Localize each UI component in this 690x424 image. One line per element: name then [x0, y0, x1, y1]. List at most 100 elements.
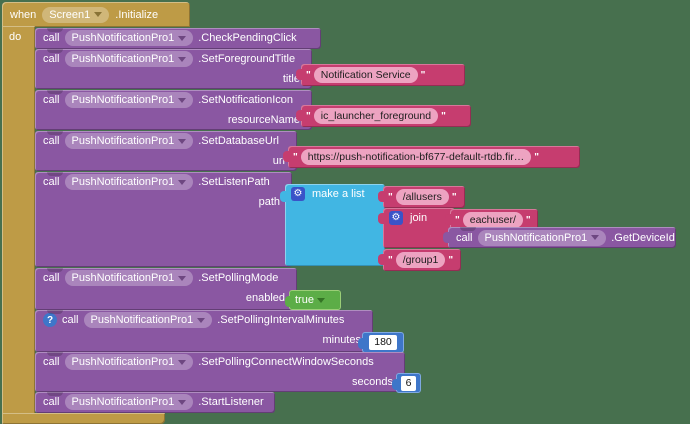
open-quote: " [306, 110, 311, 122]
component-dropdown[interactable]: PushNotificationPro1 [64, 51, 194, 67]
chevron-down-icon [178, 179, 187, 185]
component-dropdown[interactable]: PushNotificationPro1 [64, 30, 194, 46]
screen-dropdown[interactable]: Screen1 [42, 6, 110, 23]
chevron-down-icon [178, 97, 187, 103]
call-keyword: call [43, 176, 60, 188]
make-a-list-block[interactable]: ⚙ make a list [280, 184, 385, 266]
call-keyword: call [62, 314, 79, 326]
gear-icon[interactable]: ⚙ [389, 211, 403, 225]
call-block-set-polling-interval[interactable]: ? call PushNotificationPro1 .SetPollingI… [35, 310, 373, 352]
component-name: PushNotificationPro1 [71, 32, 175, 44]
string-value[interactable]: eachuser/ [462, 212, 523, 228]
method-name: .SetListenPath [198, 176, 270, 188]
component-name: PushNotificationPro1 [71, 94, 175, 106]
event-name: .Initialize [115, 8, 159, 21]
component-dropdown[interactable]: PushNotificationPro1 [64, 394, 194, 410]
method-name: .SetNotificationIcon [198, 94, 294, 106]
number-block-180[interactable]: 180 [358, 332, 404, 353]
close-quote: " [451, 191, 457, 203]
call-block-set-polling-window[interactable]: call PushNotificationPro1 .SetPollingCon… [35, 352, 405, 392]
call-block-set-listen-path[interactable]: call PushNotificationPro1 .SetListenPath… [35, 172, 292, 267]
text-string-block-eachuser[interactable]: " eachuser/ " [445, 209, 538, 231]
method-name: .SetDatabaseUrl [198, 135, 279, 147]
component-dropdown[interactable]: PushNotificationPro1 [83, 312, 213, 328]
close-quote: " [525, 214, 531, 226]
string-value[interactable]: ic_launcher_foreground [313, 108, 439, 124]
component-name: PushNotificationPro1 [71, 135, 175, 147]
help-icon[interactable]: ? [43, 313, 57, 327]
call-keyword: call [43, 135, 60, 147]
call-block-set-notification-icon[interactable]: call PushNotificationPro1 .SetNotificati… [35, 90, 312, 130]
call-block-set-database-url[interactable]: call PushNotificationPro1 .SetDatabaseUr… [35, 131, 297, 171]
call-keyword: call [43, 272, 60, 284]
component-name: PushNotificationPro1 [90, 314, 194, 326]
number-value[interactable]: 6 [400, 375, 417, 391]
call-block-check-pending-click[interactable]: call PushNotificationPro1 .CheckPendingC… [35, 28, 321, 49]
do-keyword: do [9, 31, 22, 43]
event-block-screen-initialize[interactable]: when Screen1 .Initialize [2, 2, 190, 27]
param-label-url: url [272, 155, 285, 167]
string-value[interactable]: https://push-notification-bf677-default-… [300, 149, 532, 165]
call-block-set-polling-mode[interactable]: call PushNotificationPro1 .SetPollingMod… [35, 268, 297, 310]
component-dropdown[interactable]: PushNotificationPro1 [64, 354, 194, 370]
component-name: PushNotificationPro1 [71, 396, 175, 408]
text-string-block-title[interactable]: " Notification Service " [296, 64, 465, 86]
component-name: PushNotificationPro1 [71, 272, 175, 284]
gear-icon[interactable]: ⚙ [291, 187, 305, 201]
number-value[interactable]: 180 [369, 335, 397, 350]
component-dropdown[interactable]: PushNotificationPro1 [477, 229, 607, 246]
component-dropdown[interactable]: PushNotificationPro1 [64, 270, 194, 286]
chevron-down-icon [178, 359, 187, 365]
chevron-down-icon [94, 12, 103, 17]
component-dropdown[interactable]: PushNotificationPro1 [64, 92, 194, 108]
method-name: .SetPollingConnectWindowSeconds [198, 356, 374, 368]
method-name: .StartListener [198, 396, 264, 408]
close-quote: " [448, 254, 454, 266]
event-block-left-bar[interactable]: do [2, 26, 35, 424]
open-quote: " [455, 214, 460, 226]
make-a-list-label: make a list [312, 188, 365, 200]
number-block-6[interactable]: 6 [392, 373, 421, 393]
call-block-start-listener[interactable]: call PushNotificationPro1 .StartListener [35, 392, 275, 413]
open-quote: " [388, 191, 393, 203]
chevron-down-icon [178, 399, 187, 405]
call-keyword: call [43, 53, 60, 65]
method-name: .CheckPendingClick [198, 32, 297, 44]
call-block-set-foreground-title[interactable]: call PushNotificationPro1 .SetForeground… [35, 49, 312, 89]
param-label-title: title [282, 73, 300, 85]
string-value[interactable]: /group1 [395, 252, 446, 268]
close-quote: " [534, 151, 540, 163]
open-quote: " [293, 151, 298, 163]
component-dropdown[interactable]: PushNotificationPro1 [64, 174, 194, 190]
text-string-block-resource[interactable]: " ic_launcher_foreground " [296, 105, 471, 127]
when-keyword: when [10, 8, 37, 21]
open-quote: " [306, 69, 311, 81]
call-block-get-device-id[interactable]: call PushNotificationPro1 .GetDeviceId [443, 227, 676, 248]
component-dropdown[interactable]: PushNotificationPro1 [64, 133, 194, 149]
text-string-block-allusers[interactable]: " /allusers " [378, 186, 465, 208]
text-string-block-group1[interactable]: " /group1 " [378, 249, 461, 271]
close-quote: " [420, 69, 426, 81]
method-name: .SetPollingIntervalMinutes [217, 314, 345, 326]
component-name: PushNotificationPro1 [71, 176, 175, 188]
call-keyword: call [43, 396, 60, 408]
component-name: PushNotificationPro1 [484, 231, 588, 244]
text-string-block-url[interactable]: " https://push-notification-bf677-defaul… [283, 146, 580, 168]
call-keyword: call [43, 356, 60, 368]
chevron-down-icon [178, 35, 187, 41]
param-label-path: path [258, 196, 280, 208]
true-label: true [295, 294, 314, 306]
logic-true-block[interactable]: true [285, 290, 341, 310]
call-keyword: call [456, 231, 473, 244]
chevron-down-icon [197, 317, 206, 323]
chevron-down-icon [178, 275, 187, 281]
chevron-down-icon [178, 138, 187, 144]
string-value[interactable]: Notification Service [313, 67, 418, 83]
open-quote: " [388, 254, 393, 266]
event-block-bottom-bar [2, 413, 165, 424]
screen-name: Screen1 [49, 8, 91, 21]
chevron-down-icon [316, 297, 325, 303]
string-value[interactable]: /allusers [395, 189, 449, 205]
join-label: join [410, 212, 428, 224]
